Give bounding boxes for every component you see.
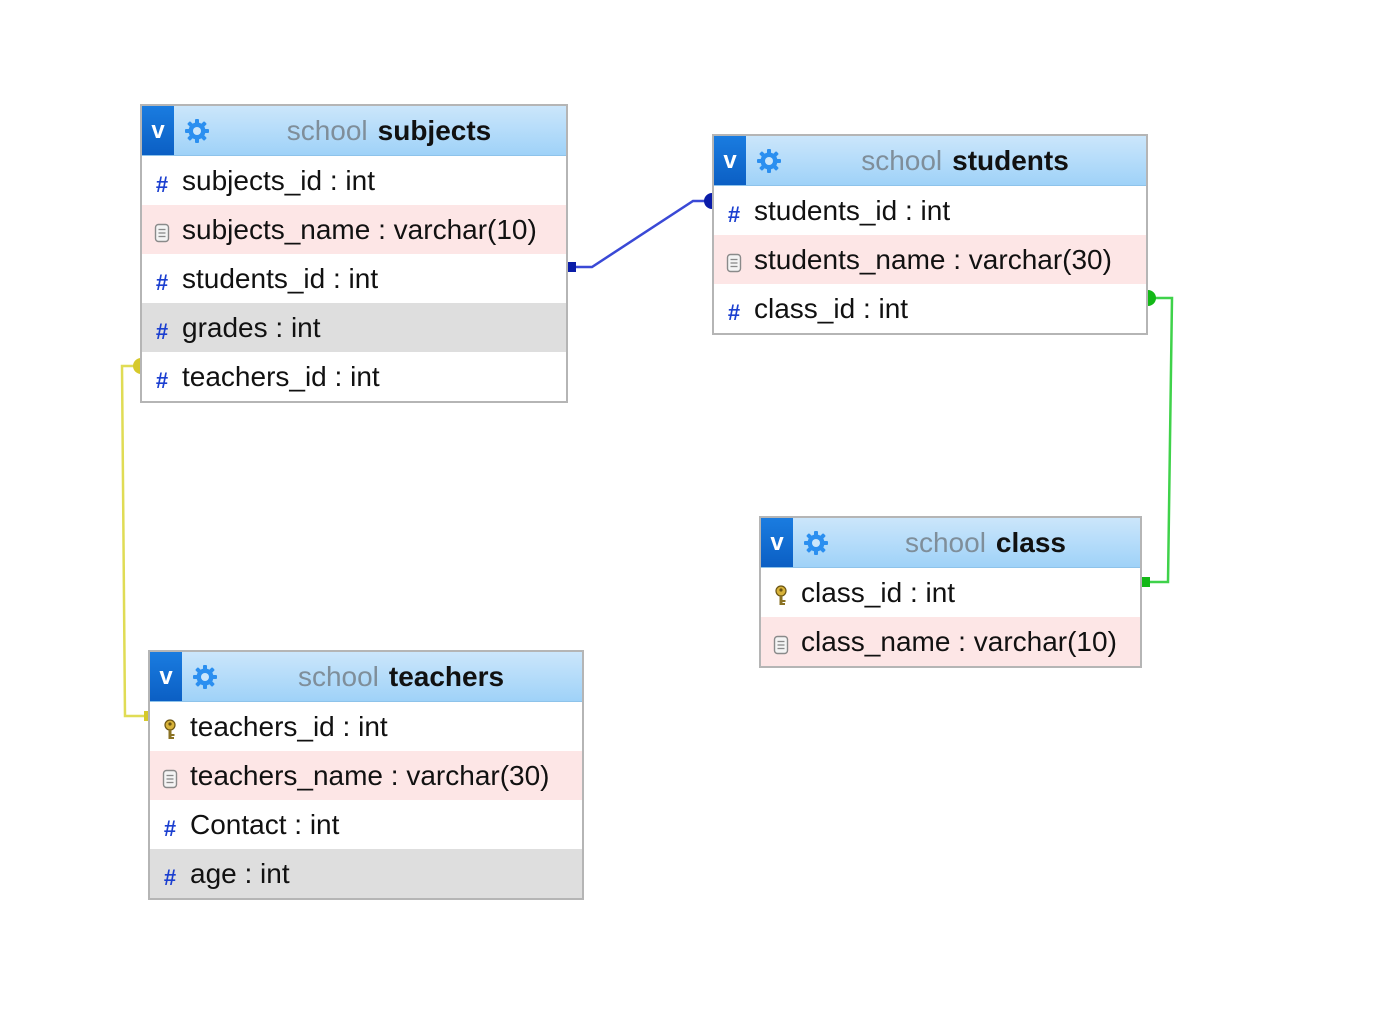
number-type-icon: # [155,318,169,344]
column-row[interactable]: class_name : varchar(10) [761,617,1140,666]
collapse-toggle-button[interactable]: v [150,652,182,701]
column-label: age : int [190,857,290,889]
column-label: teachers_id : int [182,360,380,392]
column-label: Contact : int [190,808,340,840]
column-row[interactable]: teachers_name : varchar(30) [150,751,582,800]
relation-subjects-teachers [120,358,151,721]
column-row[interactable]: subjects_name : varchar(10) [142,205,566,254]
number-type-icon: # [727,201,741,227]
primary-key-icon [154,702,186,751]
link-end-square [1141,577,1150,587]
column-row[interactable]: # students_id : int [142,254,566,303]
column-label: class_id : int [754,292,909,324]
table-title: school students [784,136,1146,185]
column-row[interactable]: # age : int [150,849,582,898]
collapse-toggle-button[interactable]: v [761,518,793,567]
gear-icon[interactable] [184,118,210,144]
database-name: school [297,660,379,692]
primary-key-icon [765,568,797,617]
column-row[interactable]: # teachers_id : int [142,352,566,401]
relation-subjects-students [567,193,712,272]
table-name: subjects [377,114,492,146]
column-row[interactable]: # students_id : int [714,186,1146,235]
column-label: teachers_name : varchar(30) [190,759,550,791]
column-row[interactable]: # class_id : int [714,284,1146,333]
table-title: school teachers [220,652,582,701]
number-type-icon: # [155,367,169,393]
number-type-icon: # [155,269,169,295]
text-type-icon [154,751,186,800]
table-name: class [995,526,1066,558]
table-name: teachers [388,660,505,692]
gear-icon[interactable] [192,664,218,690]
column-label: subjects_id : int [182,164,375,196]
gear-icon[interactable] [756,148,782,174]
column-label: students_name : varchar(30) [754,243,1112,275]
column-row[interactable]: students_name : varchar(30) [714,235,1146,284]
column-label: teachers_id : int [190,710,388,742]
column-label: students_id : int [182,262,379,294]
table-title: school class [831,518,1140,567]
number-type-icon: # [163,864,177,890]
database-name: school [904,526,986,558]
collapse-toggle-button[interactable]: v [142,106,174,155]
link-end-dot [704,193,712,209]
collapse-toggle-button[interactable]: v [714,136,746,185]
table-header[interactable]: v school teachers [150,652,582,702]
database-name: school [861,144,943,176]
gear-icon[interactable] [803,530,829,556]
table-name: students [952,144,1069,176]
database-name: school [286,114,368,146]
column-label: class_id : int [801,576,956,608]
link-end-square [567,262,576,272]
table-header[interactable]: v school subjects [142,106,566,156]
table-header[interactable]: v school students [714,136,1146,186]
column-label: grades : int [182,311,321,343]
text-type-icon [718,235,750,284]
number-type-icon: # [155,171,169,197]
column-row[interactable]: # subjects_id : int [142,156,566,205]
table-class[interactable]: v school class class_id : int class_name … [759,516,1142,668]
column-row[interactable]: # Contact : int [150,800,582,849]
link-end-dot [1148,290,1156,306]
column-row[interactable]: # grades : int [142,303,566,352]
table-header[interactable]: v school class [761,518,1140,568]
text-type-icon [765,617,797,666]
column-label: subjects_name : varchar(10) [182,213,537,245]
column-label: class_name : varchar(10) [801,625,1117,657]
table-title: school subjects [212,106,566,155]
column-row[interactable]: class_id : int [761,568,1140,617]
number-type-icon: # [727,299,741,325]
text-type-icon [146,205,178,254]
column-label: students_id : int [754,194,951,226]
number-type-icon: # [163,815,177,841]
column-row[interactable]: teachers_id : int [150,702,582,751]
